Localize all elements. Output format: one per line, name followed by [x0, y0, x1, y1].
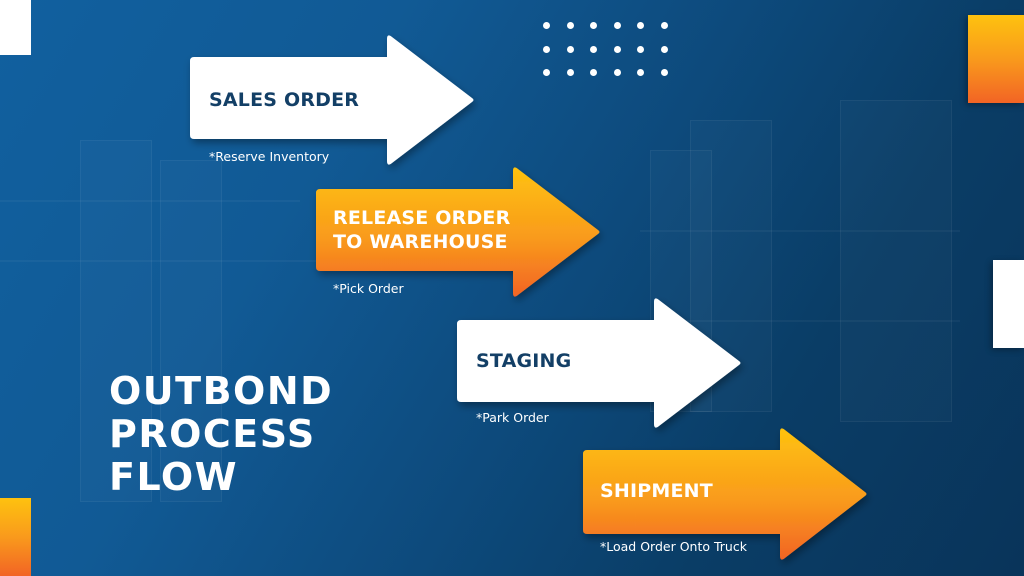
dot-grid-decoration	[543, 22, 669, 77]
step-staging: STAGING *Park Order	[457, 296, 742, 431]
corner-accent-bottom-left	[0, 498, 31, 576]
arrow-right-icon	[457, 298, 741, 428]
step-label: STAGING	[476, 350, 572, 372]
step-label: SHIPMENT	[600, 480, 713, 502]
step-note: *Park Order	[476, 410, 549, 425]
step-label: SALES ORDER	[209, 89, 360, 111]
corner-accent-middle-right	[993, 260, 1024, 348]
step-note: *Pick Order	[333, 281, 404, 296]
step-label: RELEASE ORDER TO WAREHOUSE	[333, 207, 511, 253]
corner-accent-top-right	[968, 15, 1024, 103]
corner-accent-top-left	[0, 0, 31, 55]
arrow-right-icon	[190, 35, 474, 165]
page-title: OUTBOND PROCESS FLOW	[109, 369, 334, 499]
step-note: *Reserve Inventory	[209, 149, 330, 164]
step-sales-order: SALES ORDER *Reserve Inventory	[190, 33, 475, 168]
arrow-right-icon	[316, 167, 600, 297]
step-note: *Load Order Onto Truck	[600, 539, 747, 554]
step-release-order: RELEASE ORDER TO WAREHOUSE *Pick Order	[316, 165, 601, 300]
step-shipment: SHIPMENT *Load Order Onto Truck	[583, 426, 868, 564]
arrow-right-icon	[583, 428, 867, 560]
